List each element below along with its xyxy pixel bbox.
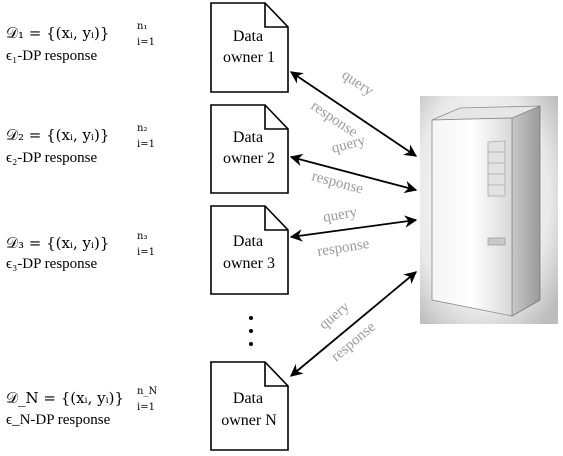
- server-drive-bay: [487, 140, 506, 197]
- owner-3-box-line2: owner 3: [223, 255, 275, 272]
- dataset-n-sup: n_N: [137, 386, 157, 397]
- ellipsis-dot: [249, 342, 253, 346]
- owner-3-box-line1: Data: [233, 233, 263, 250]
- owner-row-2: 𝒟₂ = {(xᵢ, yᵢ)} n₂ i=1 ϵ₂-DP response Da…: [6, 104, 289, 194]
- server-side-panel: [511, 105, 541, 317]
- query-label-1: query: [339, 67, 377, 100]
- dataset-2-sub: i=1: [137, 139, 155, 150]
- ellipsis-dot: [249, 316, 253, 320]
- dataset-2-label: 𝒟₂ = {(xᵢ, yᵢ)}: [6, 126, 109, 144]
- dataset-3-label: 𝒟₃ = {(xᵢ, yᵢ)}: [6, 234, 109, 252]
- owner-2-box-line1: Data: [233, 129, 263, 146]
- response-label-n: response: [328, 319, 379, 365]
- dp-response-1: ϵ₁-DP response: [6, 48, 97, 64]
- owner-row-3: 𝒟₃ = {(xᵢ, yᵢ)} n₃ i=1 ϵ₃-DP response Da…: [6, 205, 289, 295]
- dataset-1-sub: i=1: [137, 37, 155, 48]
- dataset-1-sup: n₁: [137, 21, 147, 32]
- owner-1-box-line2: owner 1: [223, 49, 275, 66]
- owner-2-page-fold: [264, 105, 288, 130]
- vertical-ellipsis: ⋮: [0, 0, 253, 346]
- owner-row-1: 𝒟₁ = {(xᵢ, yᵢ)} n₁ i=1 ϵ₁-DP response Da…: [6, 2, 289, 93]
- query-label-3: query: [322, 204, 359, 226]
- dataset-3-sup: n₃: [137, 231, 147, 242]
- svg-text:𝒟_N = {(xᵢ, yᵢ)}: 𝒟_N = {(xᵢ, yᵢ)}: [6, 389, 124, 407]
- arrow-owner-n: [290, 271, 417, 377]
- owner-row-n: 𝒟_N = {(xᵢ, yᵢ)} n_N i=1 ϵ_N-DP response…: [6, 361, 289, 451]
- svg-text:𝒟₂ = {(xᵢ, yᵢ)}: 𝒟₂ = {(xᵢ, yᵢ)}: [6, 126, 109, 144]
- owner-2-box-line2: owner 2: [223, 150, 275, 167]
- owner-1-box-line1: Data: [233, 28, 263, 45]
- owner-n-page-fold: [264, 362, 288, 387]
- dp-response-2: ϵ₂-DP response: [6, 150, 97, 166]
- dataset-3-sub: i=1: [137, 247, 155, 258]
- response-label-2: response: [310, 168, 365, 197]
- response-label-3: response: [316, 236, 371, 260]
- owner-n-box-line1: Data: [233, 390, 263, 407]
- arrows: [289, 71, 418, 377]
- query-label-2: query: [330, 132, 368, 156]
- ellipsis-dot: [249, 329, 253, 333]
- ellipsis-glyph: ⋮: [0, 0, 1, 1]
- server-slot: [487, 237, 506, 246]
- arrow-owner-3: [289, 215, 418, 242]
- owner-3-page-fold: [264, 206, 288, 231]
- svg-text:𝒟₃ = {(xᵢ, yᵢ)}: 𝒟₃ = {(xᵢ, yᵢ)}: [6, 234, 109, 252]
- dataset-1-label: 𝒟₁ = {(xᵢ, yᵢ)}: [6, 24, 109, 42]
- server-tower-icon: [420, 96, 558, 324]
- owner-n-document-icon: [210, 361, 289, 451]
- link-labels: query response query response query resp…: [308, 67, 379, 365]
- owner-3-document-icon: [210, 205, 289, 295]
- owner-n-box-line2: owner N: [221, 412, 277, 429]
- arrow-owner-1: [289, 71, 418, 157]
- dp-response-n: ϵ_N-DP response: [6, 412, 111, 428]
- owner-1-page-fold: [264, 3, 288, 28]
- dp-response-3: ϵ₃-DP response: [6, 256, 97, 272]
- svg-text:𝒟₁ = {(xᵢ, yᵢ)}: 𝒟₁ = {(xᵢ, yᵢ)}: [6, 24, 109, 42]
- dataset-n-sub: i=1: [137, 402, 155, 413]
- dataset-2-sup: n₂: [137, 123, 147, 134]
- owner-2-document-icon: [210, 104, 289, 194]
- owner-1-document-icon: [210, 2, 289, 93]
- arrow-owner-2: [289, 153, 418, 194]
- dataset-n-label: 𝒟_N = {(xᵢ, yᵢ)}: [6, 389, 124, 407]
